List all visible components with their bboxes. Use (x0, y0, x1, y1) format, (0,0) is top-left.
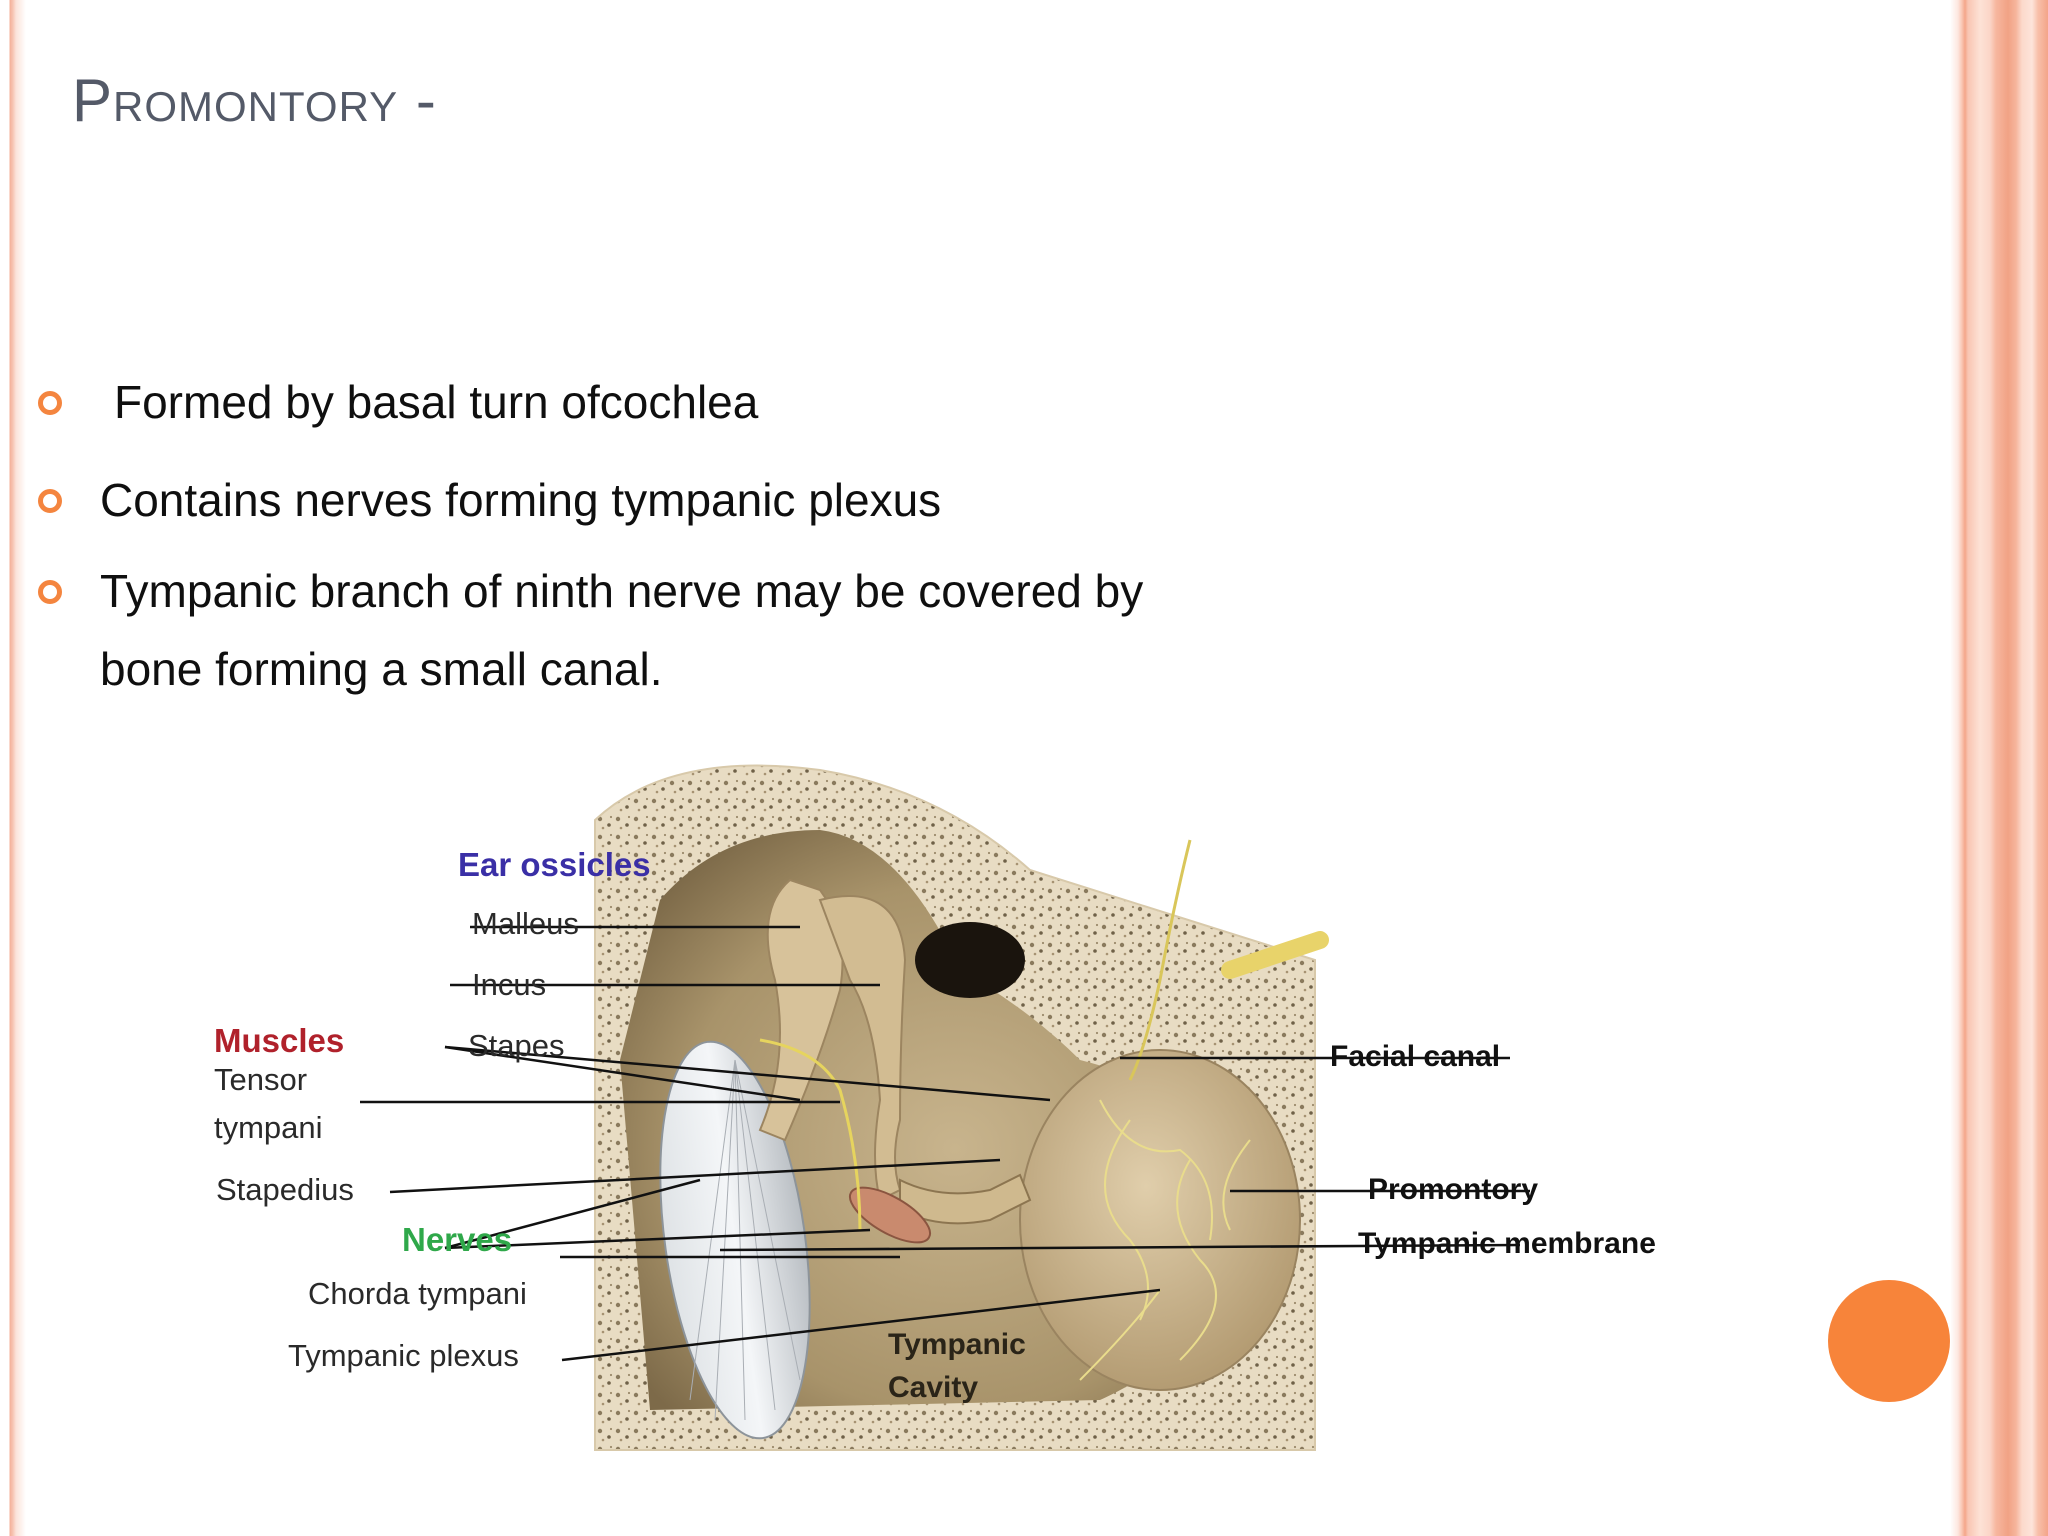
middle-ear-illustration (360, 764, 1530, 1451)
stapes-label: Stapes (468, 1028, 565, 1063)
stapedius-label: Stapedius (216, 1172, 354, 1207)
incus-shape (818, 895, 907, 1202)
muscles-heading: Muscles (214, 1022, 345, 1059)
cavity-label: Cavity (888, 1371, 979, 1404)
incus-label: Incus (472, 967, 547, 1002)
tympani-label: tympani (214, 1110, 323, 1145)
nerves-heading: Nerves (402, 1221, 513, 1258)
bullet-text: Formed by basal turn ofcochlea (114, 376, 759, 428)
bullet-marker-icon (38, 489, 62, 513)
next-slide-button[interactable] (1828, 1280, 1950, 1402)
slide-title: Promontory - (72, 67, 437, 134)
right-border-decoration (1950, 0, 2048, 1536)
bullet-marker-icon (38, 580, 62, 604)
bullet-text: Tympanic branch of ninth nerve may be co… (100, 565, 1144, 617)
promontory-label: Promontory (1368, 1173, 1539, 1206)
chorda-tympani-label: Chorda tympani (308, 1276, 527, 1311)
malleus-label: Malleus (472, 906, 579, 941)
bullet-text: Contains nerves forming tympanic plexus (100, 474, 942, 526)
tensor-label: Tensor (214, 1062, 308, 1097)
bullet-text: bone forming a small canal. (100, 643, 663, 695)
ear-ossicles-heading: Ear ossicles (458, 846, 651, 883)
facial-canal-label: Facial canal (1330, 1040, 1501, 1073)
tympanic-plexus-label: Tympanic plexus (288, 1338, 519, 1373)
promontory-shape (1019, 1049, 1301, 1391)
left-border-decoration (0, 0, 26, 1536)
middle-ear-figure: Ear ossicles Malleus Incus Stapes Muscle… (200, 760, 1670, 1460)
tympanic-membrane-label: Tympanic membrane (1358, 1227, 1656, 1260)
bullet-marker-icon (38, 391, 62, 415)
tympanic-label: Tympanic (888, 1328, 1026, 1361)
